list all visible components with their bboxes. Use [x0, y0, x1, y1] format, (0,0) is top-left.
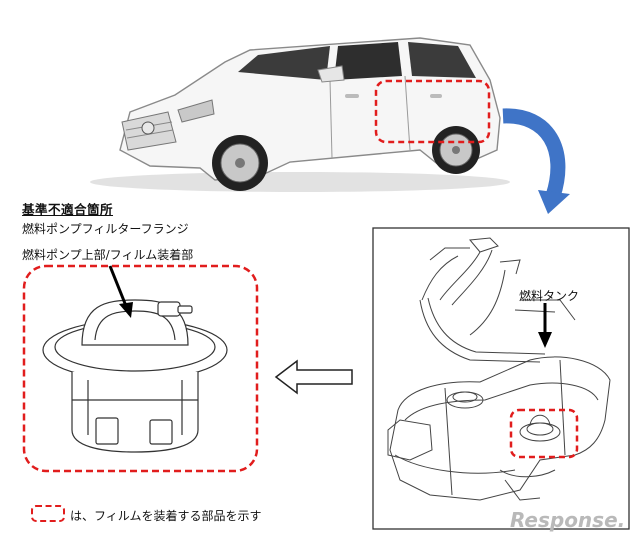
suv-illustration — [90, 37, 510, 192]
legend-dashed-box — [31, 505, 65, 522]
curved-flow-arrow — [502, 108, 570, 214]
noncompliance-heading: 基準不適合箇所 — [22, 202, 114, 217]
hollow-left-arrow — [274, 359, 353, 395]
legend-text: は、フィルムを装着する部品を示す — [70, 509, 262, 523]
pointer-arrow-to-tank — [538, 303, 552, 348]
pointer-arrow-to-pump — [108, 265, 133, 318]
pump-detail-highlight-box — [22, 264, 259, 473]
fuel-tank-label: 燃料タンク — [519, 289, 580, 303]
part-label-film-area: 燃料ポンプ上部/フィルム装着部 — [22, 248, 194, 262]
fuel-pump-flange-illustration — [42, 299, 228, 453]
fuel-tank-line-drawing — [387, 237, 611, 501]
fuel-system-drawing-frame — [372, 227, 630, 530]
response-watermark: Response. — [510, 508, 626, 532]
tank-pump-highlight-box — [509, 408, 579, 459]
car-highlight-box — [374, 79, 491, 144]
part-label-flange: 燃料ポンプフィルターフランジ — [22, 222, 189, 236]
